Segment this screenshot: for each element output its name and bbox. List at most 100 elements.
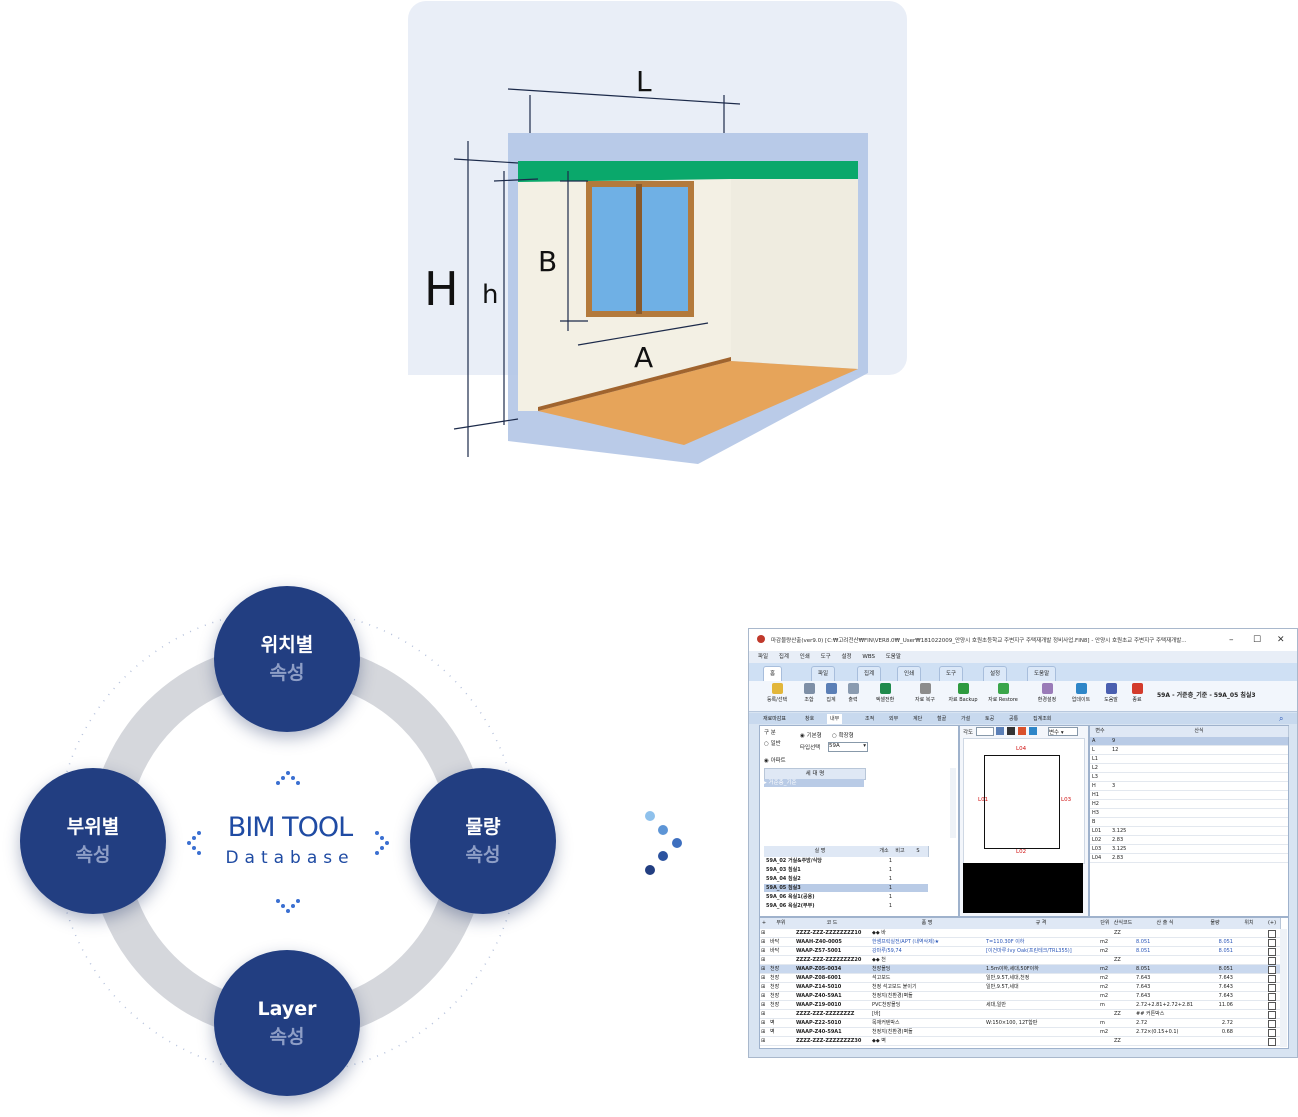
row-checkbox[interactable] [1268, 966, 1276, 974]
update-button[interactable]: 업데이트 [1065, 683, 1097, 703]
row-checkbox[interactable] [1268, 957, 1276, 965]
ribbon-tab-print[interactable]: 인쇄 [897, 666, 922, 682]
pencil-icon[interactable] [996, 727, 1004, 735]
variable-row[interactable]: L3 [1090, 773, 1288, 782]
row-checkbox[interactable] [1268, 1038, 1276, 1046]
paint-icon[interactable] [1029, 727, 1037, 735]
menu-print[interactable]: 인쇄 [799, 654, 810, 660]
restore-button[interactable]: 자료 Restore [987, 683, 1019, 703]
exit-button[interactable]: 종료 [1121, 683, 1153, 703]
type-select[interactable]: 59A ▾ [828, 742, 868, 752]
variable-row[interactable]: H1 [1090, 791, 1288, 800]
subtab-stairs[interactable]: 계단 [913, 716, 923, 722]
aggregate-button[interactable]: 집계 [815, 683, 847, 703]
grid-scrollbar[interactable] [1280, 929, 1287, 1047]
expand-icon[interactable]: ⊞ [761, 1011, 766, 1017]
row-checkbox[interactable] [1268, 993, 1276, 1001]
menu-help[interactable]: 도움말 [885, 654, 901, 660]
subtab-earthwork[interactable]: 토공 [985, 716, 995, 722]
subtab-interior[interactable]: 내부 [827, 714, 843, 724]
subtab-summary[interactable]: 집계조회 [1033, 716, 1052, 722]
output-button[interactable]: 출력 [837, 683, 869, 703]
ribbon-tab-file[interactable]: 파일 [811, 666, 836, 682]
settings-button[interactable]: 환경설정 [1031, 683, 1063, 703]
menu-wbs[interactable]: WBS [862, 654, 875, 660]
expand-icon[interactable]: ⊞ [761, 948, 766, 954]
variable-dropdown[interactable]: 변수 ▾ [1048, 727, 1078, 736]
row-checkbox[interactable] [1268, 975, 1276, 983]
row-checkbox[interactable] [1268, 1011, 1276, 1019]
shapes-icon[interactable] [1018, 727, 1026, 735]
menu-tools[interactable]: 도구 [820, 654, 831, 660]
expand-icon[interactable]: ⊞ [761, 930, 766, 936]
row-checkbox[interactable] [1268, 984, 1276, 992]
excel-button[interactable]: 엑셀전환 [869, 683, 901, 703]
angle-input[interactable] [976, 727, 994, 736]
subtab-masonry[interactable]: 조적 [865, 716, 875, 722]
expand-icon[interactable]: ⊞ [761, 993, 766, 999]
expand-icon[interactable]: ⊞ [761, 1020, 766, 1026]
register-button[interactable]: 등록/선택 [761, 683, 793, 703]
row-checkbox[interactable] [1268, 930, 1276, 938]
subtab-common[interactable]: 공통 [1009, 716, 1019, 722]
maximize-button[interactable]: ☐ [1253, 635, 1262, 645]
variable-row[interactable]: H2 [1090, 800, 1288, 809]
menu-aggregate[interactable]: 집계 [778, 654, 789, 660]
expand-icon[interactable]: ⊞ [761, 1038, 766, 1044]
ribbon-tab-aggregate[interactable]: 집계 [857, 666, 882, 682]
ribbon-tab-home[interactable]: 홈 [763, 666, 783, 682]
radio-apartment[interactable]: ◉ 아파트 [764, 758, 786, 764]
variable-row[interactable]: B [1090, 818, 1288, 827]
radio-general[interactable]: ○ 일반 [764, 741, 781, 747]
row-checkbox[interactable] [1268, 1002, 1276, 1010]
ribbon-tab-settings[interactable]: 설정 [983, 666, 1008, 682]
expand-icon[interactable]: ⊞ [761, 966, 766, 972]
help-button[interactable]: 도움말 [1095, 683, 1127, 703]
expand-icon[interactable]: ⊞ [761, 975, 766, 981]
close-button[interactable]: ✕ [1277, 635, 1285, 645]
minimize-button[interactable]: – [1229, 635, 1234, 645]
radio-extended[interactable]: ○ 확장형 [832, 733, 854, 739]
expand-icon[interactable]: ⊞ [761, 939, 766, 945]
plan-canvas[interactable]: L04 L01 L03 L02 [963, 738, 1085, 864]
variable-row[interactable]: L2 [1090, 764, 1288, 773]
combine-button[interactable]: 조합 [793, 683, 825, 703]
picture-icon[interactable] [1007, 727, 1015, 735]
floor-scrollbar[interactable] [950, 768, 956, 838]
menu-file[interactable]: 파일 [758, 654, 769, 660]
menu-settings[interactable]: 설정 [841, 654, 852, 660]
backup-button[interactable]: 자료 Backup [947, 683, 979, 703]
table-row[interactable]: ⊞ZZZZ-ZZZ-ZZZZZZZZ[바]ZZ## 커튼박스 [760, 1010, 1280, 1019]
row-checkbox[interactable] [1268, 1029, 1276, 1037]
row-checkbox[interactable] [1268, 948, 1276, 956]
restore-data-button[interactable]: 자료 복구 [909, 683, 941, 703]
search-icon[interactable]: ⌕ [1279, 714, 1284, 723]
room-row[interactable]: 59A_06 욕실2(부부)1 [764, 902, 928, 910]
row-checkbox[interactable] [1268, 1020, 1276, 1028]
expand-icon[interactable]: ⊞ [761, 1029, 766, 1035]
variable-row[interactable]: H3 [1090, 809, 1288, 818]
expand-icon[interactable]: ⊞ [761, 1002, 766, 1008]
expand-icon[interactable]: ⊞ [761, 957, 766, 963]
